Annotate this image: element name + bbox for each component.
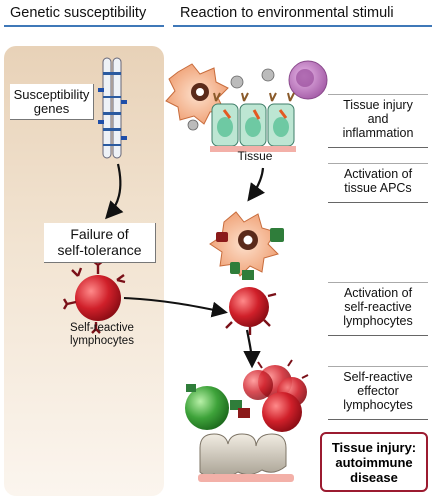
step-activation-lymphocytes-box: Activation of self-reactive lymphocytes (328, 282, 428, 336)
step1-line-1: Tissue injury (343, 98, 413, 112)
arrow-activation-to-effector (243, 329, 261, 369)
step3-line-3: lymphocytes (343, 314, 413, 328)
step2-line-1: Activation of (343, 167, 413, 181)
failure-line-1: Failure of (70, 226, 129, 242)
self-reactive-lymphocytes-label: Self-reactive lymphocytes (54, 322, 150, 348)
outcome-line-2: autoimmune (335, 455, 413, 470)
tissue-cells (210, 92, 296, 152)
chromosome-icon (98, 57, 127, 159)
self-reactive-line-1: Self-reactive (70, 322, 134, 334)
step4-line-2: effector (357, 384, 399, 398)
failure-of-self-tolerance-box: Failure of self-tolerance (44, 223, 156, 263)
autoimmune-disease-outcome-box: Tissue injury: autoimmune disease (320, 432, 428, 492)
self-reactive-lymphocyte-left (62, 260, 126, 334)
arrow-tissue-to-apc (247, 167, 265, 202)
arrow-left-to-activation (123, 297, 228, 318)
failure-line-2: self-tolerance (57, 242, 142, 258)
self-reactive-line-2: lymphocytes (70, 335, 134, 347)
susceptibility-genes-label: Susceptibility genes (13, 87, 90, 116)
genetic-panel-background (4, 46, 164, 496)
step4-line-3: lymphocytes (343, 398, 413, 412)
effector-lymphocyte-cluster (243, 359, 309, 432)
susceptibility-genes-box: Susceptibility genes (10, 84, 94, 120)
step-activation-apcs-box: Activation of tissue APCs (328, 163, 428, 203)
header-genetic-susceptibility: Genetic susceptibility (10, 5, 147, 21)
activated-apc-cell (209, 211, 284, 277)
step2-line-2: tissue APCs (344, 181, 412, 195)
antigen-particles (187, 68, 275, 131)
step3-line-2: self-reactive (344, 300, 412, 314)
step3-line-1: Activation of (343, 286, 413, 300)
header-rule-left (4, 25, 164, 27)
outcome-line-1: Tissue injury: (331, 440, 417, 455)
green-effector-cell (185, 384, 250, 430)
step-effector-lymphocytes-box: Self-reactive effector lymphocytes (328, 366, 428, 420)
tissue-label: Tissue (237, 149, 273, 163)
step4-line-1: Self-reactive (343, 370, 413, 384)
step-tissue-injury-box: Tissue injury and inflammation (328, 94, 428, 148)
step1-line-2: and (367, 112, 389, 126)
target-tissue-icon (198, 433, 294, 482)
step1-line-3: inflammation (342, 126, 414, 140)
header-rule-right (173, 25, 432, 27)
arrow-genes-to-failure (105, 163, 124, 220)
header-environmental-stimuli: Reaction to environmental stimuli (180, 5, 394, 21)
activated-lymphocyte (225, 270, 277, 335)
outcome-line-3: disease (350, 470, 398, 485)
